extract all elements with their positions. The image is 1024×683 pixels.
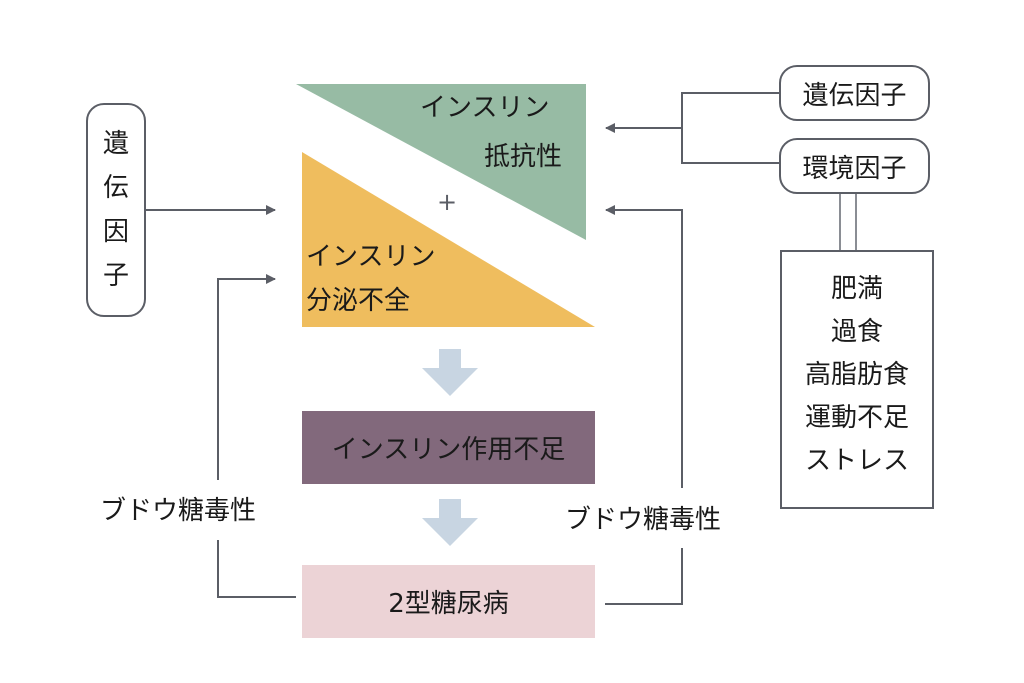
insulin-deficiency-box: インスリン作用不足 bbox=[302, 411, 595, 484]
glucotoxicity-right-arrow bbox=[605, 205, 683, 488]
glucotoxicity-right-connector bbox=[605, 548, 683, 605]
insulin-resistance-label-2: 抵抗性 bbox=[484, 142, 563, 172]
type2-diabetes-label: 2型糖尿病 bbox=[388, 589, 509, 619]
factors-bracket bbox=[681, 92, 780, 164]
glucotoxicity-label-right: ブドウ糖毒性 bbox=[565, 505, 722, 535]
genetic-char: 因 bbox=[102, 217, 129, 247]
genetic-char: 遺 bbox=[102, 129, 129, 159]
env-factor-item: 高脂肪食 bbox=[804, 360, 909, 390]
genetic-factor-box-right: 遺伝因子 bbox=[779, 65, 930, 121]
plus-sign: + bbox=[437, 188, 458, 216]
glucotoxicity-left-connector bbox=[217, 540, 296, 598]
glucotoxicity-left-arrow bbox=[217, 274, 276, 480]
insulin-secretion-triangle bbox=[302, 152, 595, 327]
insulin-deficiency-label: インスリン作用不足 bbox=[331, 435, 566, 465]
env-factor-item: 過食 bbox=[830, 317, 883, 347]
type2-diabetes-box: 2型糖尿病 bbox=[302, 565, 595, 638]
env-factor-item: 運動不足 bbox=[804, 403, 909, 433]
genetic-factor-box-left: 遺 伝 因 子 bbox=[86, 103, 146, 317]
genetic-char: 伝 bbox=[102, 173, 129, 203]
environmental-factor-label: 環境因子 bbox=[802, 153, 907, 184]
insulin-secretion-label-1: インスリン bbox=[306, 242, 436, 272]
insulin-resistance-triangle bbox=[296, 84, 586, 240]
env-factor-item: ストレス bbox=[804, 446, 909, 476]
down-arrow-icon bbox=[422, 499, 478, 546]
down-arrow-icon bbox=[422, 349, 478, 396]
environmental-factor-box: 環境因子 bbox=[779, 138, 930, 194]
genetic-factor-label: 遺伝因子 bbox=[802, 80, 907, 111]
insulin-secretion-label-2: 分泌不全 bbox=[306, 286, 411, 316]
glucotoxicity-label-left: ブドウ糖毒性 bbox=[100, 496, 257, 526]
environmental-factors-list: 肥満 過食 高脂肪食 運動不足 ストレス bbox=[780, 250, 934, 509]
env-factor-item: 肥満 bbox=[830, 274, 883, 304]
insulin-resistance-label-1: インスリン bbox=[420, 93, 550, 123]
genetic-char: 子 bbox=[102, 261, 129, 291]
